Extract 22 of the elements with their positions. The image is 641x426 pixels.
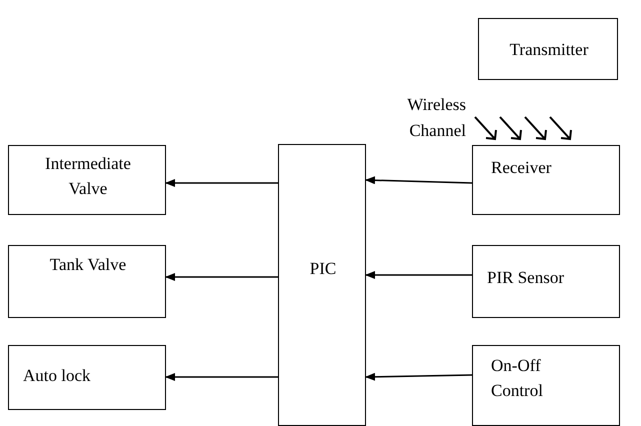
node-label: Intermediate Valve bbox=[44, 153, 132, 200]
arrow bbox=[365, 372, 472, 381]
arrow bbox=[165, 373, 278, 381]
control-box bbox=[472, 345, 620, 426]
arrow bbox=[165, 179, 278, 187]
node-label: Transmitter bbox=[508, 38, 590, 61]
node-label: Receiver bbox=[491, 157, 552, 179]
node-label: Auto lock bbox=[23, 365, 91, 387]
node-label: PIC bbox=[308, 258, 338, 280]
sensor-box bbox=[472, 245, 620, 318]
arrow bbox=[365, 271, 472, 279]
node-label: On-Off Control bbox=[491, 355, 544, 402]
arrow bbox=[165, 273, 278, 281]
arrow bbox=[365, 176, 472, 184]
node-label: Tank Valve bbox=[48, 254, 128, 276]
output-box bbox=[8, 245, 166, 318]
output-box bbox=[8, 145, 166, 215]
transmitter-box bbox=[478, 18, 618, 80]
output-box bbox=[8, 345, 166, 410]
node-label: PIR Sensor bbox=[487, 267, 564, 289]
controller-box bbox=[278, 144, 366, 426]
receiver-box bbox=[472, 145, 620, 215]
